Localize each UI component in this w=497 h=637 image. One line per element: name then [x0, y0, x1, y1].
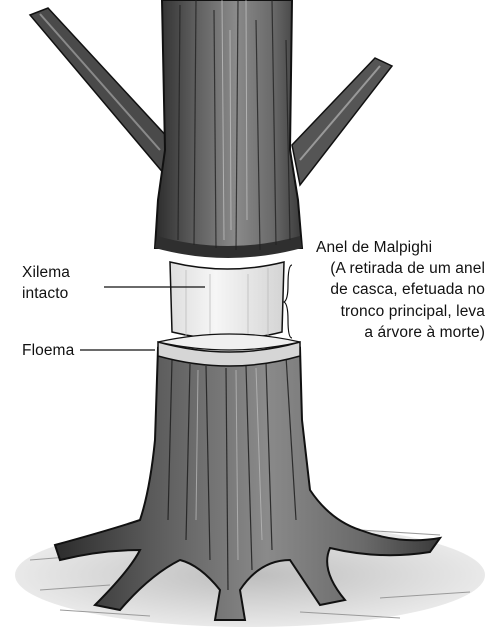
xilema-label-line-1: Xilema: [22, 263, 70, 283]
xilema-label-line-2: intacto: [22, 284, 68, 304]
floema-label: Floema: [22, 341, 74, 361]
xylem-exposed: [170, 262, 284, 340]
anel-description-line-1: (A retirada de um anel: [330, 259, 485, 279]
anel-description-line-3: tronco principal, leva: [341, 302, 485, 322]
anel-de-malpighi-title: Anel de Malpighi: [316, 238, 432, 258]
upper-trunk: [155, 0, 302, 258]
anel-description-line-4: a árvore à morte): [364, 323, 485, 343]
anel-description-line-2: de casca, efetuada no: [330, 280, 485, 300]
